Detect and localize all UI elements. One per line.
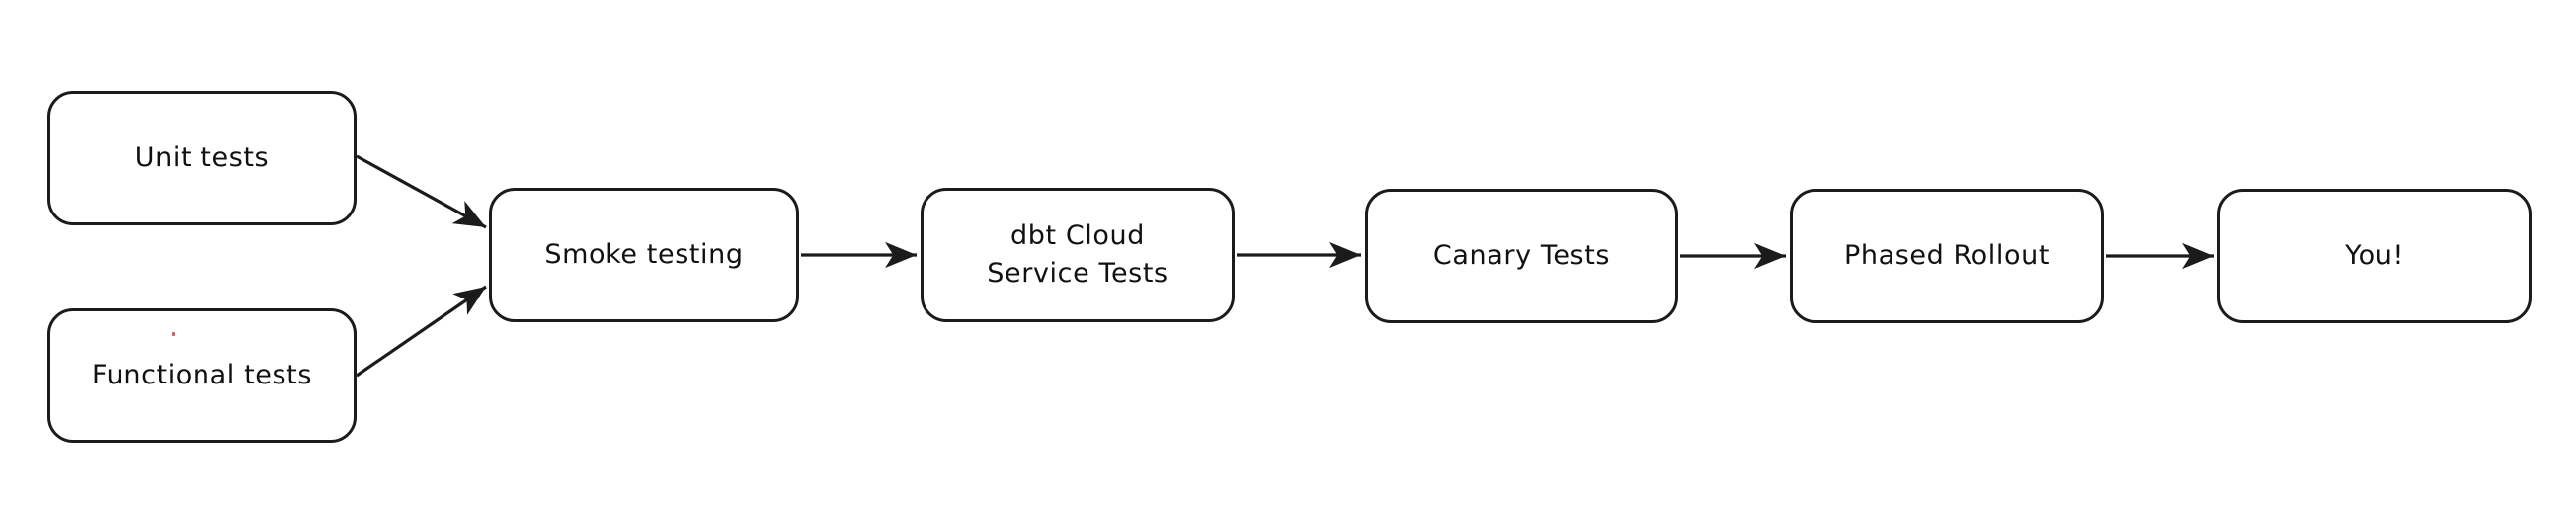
node-label-phased-rollout: Phased Rollout bbox=[1843, 239, 2051, 271]
node-dbt-cloud-service-tests[interactable]: dbt Cloud Service Tests bbox=[921, 188, 1235, 322]
node-phased-rollout[interactable]: Phased Rollout bbox=[1790, 189, 2104, 323]
node-label-canary-tests: Canary Tests bbox=[1432, 239, 1611, 271]
node-canary-tests[interactable]: Canary Tests bbox=[1365, 189, 1678, 323]
edge-unit-tests-to-smoke-testing bbox=[356, 154, 487, 229]
node-label-dbt-cloud-service-tests: dbt Cloud Service Tests bbox=[987, 219, 1168, 289]
edge-functional-tests-to-smoke-testing bbox=[356, 285, 487, 378]
node-label-you: You! bbox=[2345, 239, 2404, 271]
node-functional-tests[interactable]: Functional tests bbox=[47, 308, 357, 443]
node-label-unit-tests: Unit tests bbox=[134, 141, 270, 173]
ink-speck bbox=[171, 331, 175, 336]
node-you[interactable]: You! bbox=[2217, 189, 2532, 323]
node-unit-tests[interactable]: Unit tests bbox=[47, 91, 357, 225]
node-smoke-testing[interactable]: Smoke testing bbox=[489, 188, 799, 322]
node-label-smoke-testing: Smoke testing bbox=[544, 238, 744, 270]
node-label-functional-tests: Functional tests bbox=[92, 359, 312, 390]
